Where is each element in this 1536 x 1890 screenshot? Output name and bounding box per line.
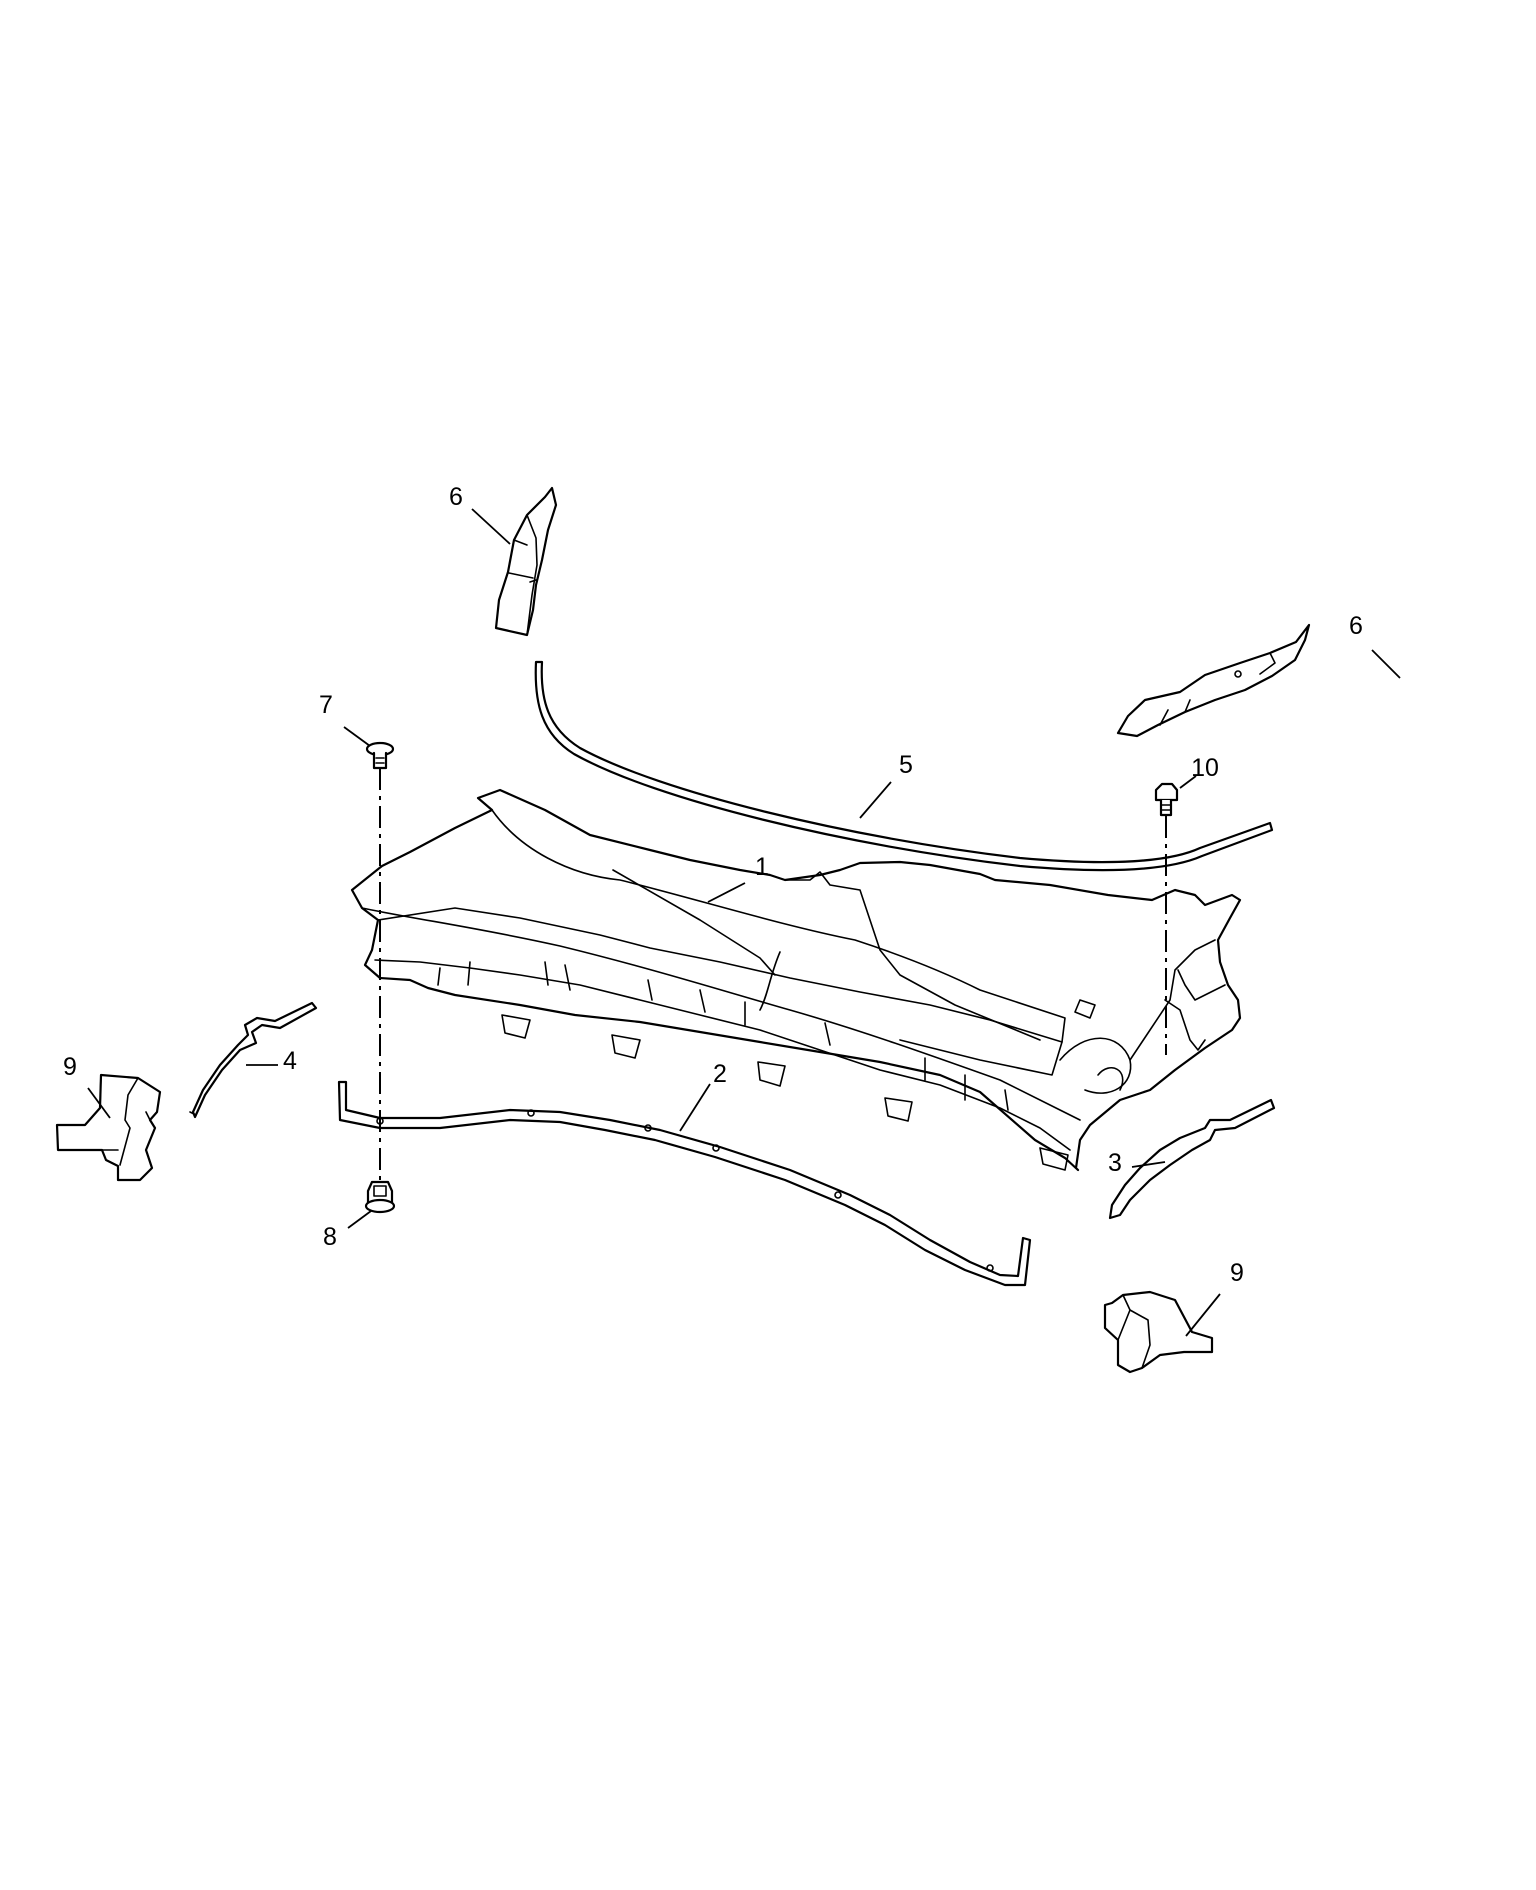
callout-7: 7 xyxy=(319,691,333,719)
leader-3 xyxy=(1131,1161,1166,1168)
leader-10 xyxy=(1179,775,1197,789)
cowl-panel xyxy=(350,788,1242,1172)
right-bracket xyxy=(1103,1290,1214,1374)
callout-2: 2 xyxy=(713,1060,727,1088)
leader-8 xyxy=(347,1210,372,1229)
left-side-seal xyxy=(189,1001,318,1119)
clip-nut xyxy=(364,1180,396,1214)
callout-10: 10 xyxy=(1191,754,1219,782)
callout-3: 3 xyxy=(1108,1149,1122,1177)
leader-9b xyxy=(1185,1293,1221,1337)
bolt xyxy=(1154,782,1179,817)
leader-7 xyxy=(343,726,371,747)
left-end-cap xyxy=(494,486,558,637)
callout-5: 5 xyxy=(899,751,913,779)
leader-lines xyxy=(87,508,1401,1337)
leader-5 xyxy=(859,781,892,819)
right-end-cap xyxy=(1116,623,1311,738)
leader-6b xyxy=(1371,649,1401,679)
callout-6-left: 6 xyxy=(449,483,463,511)
leader-2 xyxy=(679,1083,711,1132)
callout-6-right: 6 xyxy=(1349,612,1363,640)
push-pin-fastener xyxy=(365,741,395,770)
callout-9-left: 9 xyxy=(63,1053,77,1081)
leader-9a xyxy=(87,1087,111,1119)
windshield-seal xyxy=(534,660,1274,872)
leader-6a xyxy=(471,508,511,545)
leader-1 xyxy=(707,882,746,903)
left-bracket xyxy=(55,1073,162,1182)
right-side-seal xyxy=(1108,1098,1276,1220)
callout-4: 4 xyxy=(283,1047,297,1075)
callout-9-right: 9 xyxy=(1230,1259,1244,1287)
callout-1: 1 xyxy=(755,853,769,881)
lower-seal xyxy=(337,1080,1032,1287)
callout-8: 8 xyxy=(323,1223,337,1251)
callout-labels: 1 2 3 4 5 6 6 7 8 9 9 10 xyxy=(63,483,1363,1287)
